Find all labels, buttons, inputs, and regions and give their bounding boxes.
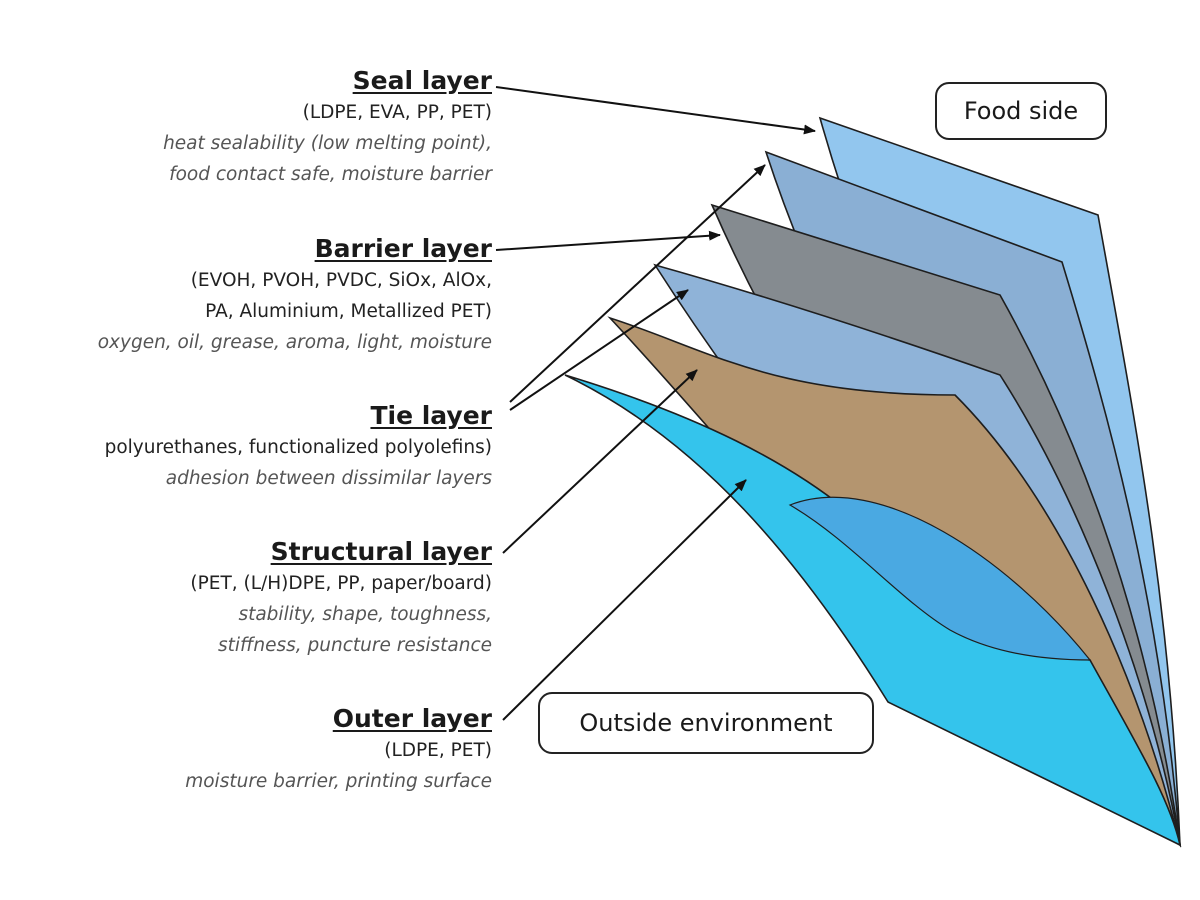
arrow-tie-layer-lower xyxy=(509,289,689,411)
food-side-box: Food side xyxy=(935,82,1107,140)
barrier-layer-property: oxygen, oil, grease, aroma, light, moist… xyxy=(97,332,492,353)
outer-layer-title: Outer layer xyxy=(332,704,492,733)
seal-layer-property: heat sealability (low melting point), xyxy=(163,133,492,154)
structural-layer-property: stability, shape, toughness, xyxy=(238,604,492,625)
tie-layer-title: Tie layer xyxy=(370,401,492,430)
arrow-structural-layer xyxy=(502,369,698,554)
arrow-outer-layer xyxy=(502,479,747,721)
seal-layer-materials: (LDPE, EVA, PP, PET) xyxy=(302,102,492,123)
barrier-layer-materials: (EVOH, PVOH, PVDC, SiOx, AlOx, xyxy=(190,270,492,291)
barrier-layer-title: Barrier layer xyxy=(314,234,492,263)
label-seal-layer: Seal layer (LDPE, EVA, PP, PET) heat sea… xyxy=(163,65,492,190)
arrow-barrier-layer xyxy=(495,230,721,251)
structural-layer-materials: (PET, (L/H)DPE, PP, paper/board) xyxy=(190,573,492,594)
label-barrier-layer: Barrier layer (EVOH, PVOH, PVDC, SiOx, A… xyxy=(98,233,492,358)
structural-layer-title: Structural layer xyxy=(270,537,492,566)
label-outer-layer: Outer layer (LDPE, PET) moisture barrier… xyxy=(185,703,492,797)
outer-layer-property: moisture barrier, printing surface xyxy=(185,771,492,792)
tie-layer-property: adhesion between dissimilar layers xyxy=(165,468,492,489)
sheet-outer-inner-surface xyxy=(788,496,1092,661)
label-structural-layer: Structural layer (PET, (L/H)DPE, PP, pap… xyxy=(190,536,492,661)
tie-layer-materials: polyurethanes, functionalized polyolefin… xyxy=(104,437,492,458)
outer-layer-materials: (LDPE, PET) xyxy=(384,740,492,761)
seal-layer-title: Seal layer xyxy=(352,66,492,95)
seal-layer-property: food contact safe, moisture barrier xyxy=(169,164,492,185)
arrow-tie-layer-upper xyxy=(509,164,766,403)
arrow-seal-layer xyxy=(495,86,816,135)
structural-layer-property: stiffness, puncture resistance xyxy=(217,635,492,656)
label-tie-layer: Tie layer polyurethanes, functionalized … xyxy=(105,400,492,494)
barrier-layer-materials: PA, Aluminium, Metallized PET) xyxy=(205,301,492,322)
outside-environment-box: Outside environment xyxy=(538,692,874,754)
